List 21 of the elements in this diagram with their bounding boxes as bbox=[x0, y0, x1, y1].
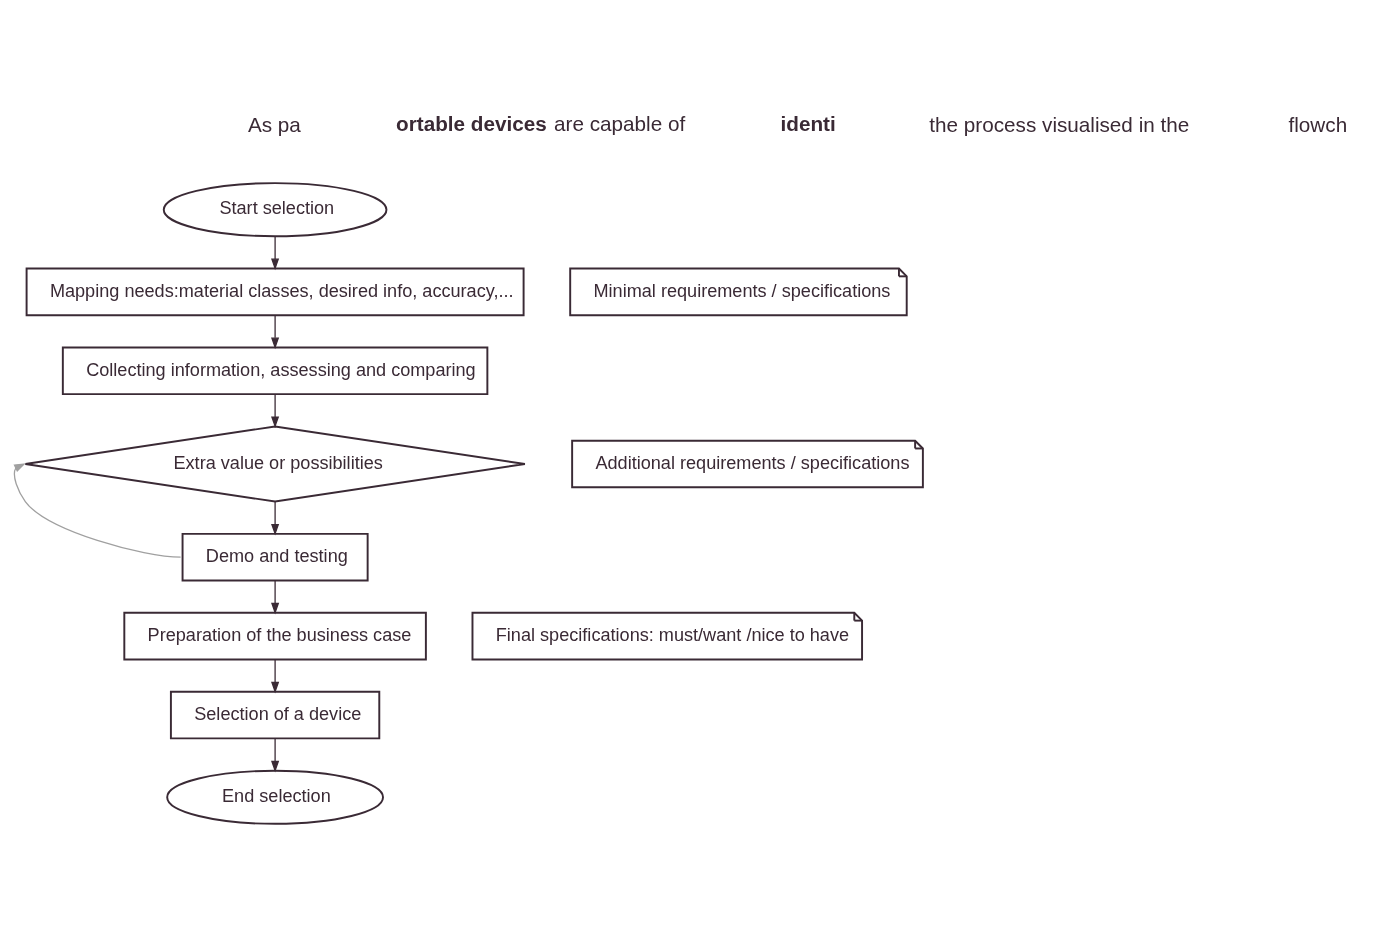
node-box: Preparation of the business case bbox=[123, 611, 427, 661]
label: ortable devices are capable of bbox=[396, 112, 686, 136]
label: As pa bbox=[247, 113, 301, 137]
node-ellipse: Start selection bbox=[162, 182, 388, 238]
node-box: Selection of a device bbox=[169, 690, 381, 740]
arrow bbox=[271, 579, 280, 615]
node-ellipse: End selection bbox=[166, 769, 384, 825]
label: identi bbox=[780, 112, 836, 136]
node-box: Mapping needs:material classes, desired info, accuracy,... bbox=[25, 267, 525, 317]
label: the process visualised in the bbox=[929, 113, 1190, 137]
arrow bbox=[271, 314, 280, 350]
node-diamond: Extra value or possibilities bbox=[24, 425, 526, 503]
node-box: Collecting information, assessing and comparing bbox=[61, 346, 489, 396]
label: flowch bbox=[1288, 113, 1348, 137]
arrow bbox=[271, 658, 280, 694]
arrow bbox=[271, 500, 280, 536]
arrow bbox=[271, 393, 280, 429]
arrow bbox=[271, 235, 280, 271]
arrow bbox=[271, 737, 280, 773]
arrow bbox=[13, 463, 182, 558]
node-box: Demo and testing bbox=[181, 532, 369, 582]
